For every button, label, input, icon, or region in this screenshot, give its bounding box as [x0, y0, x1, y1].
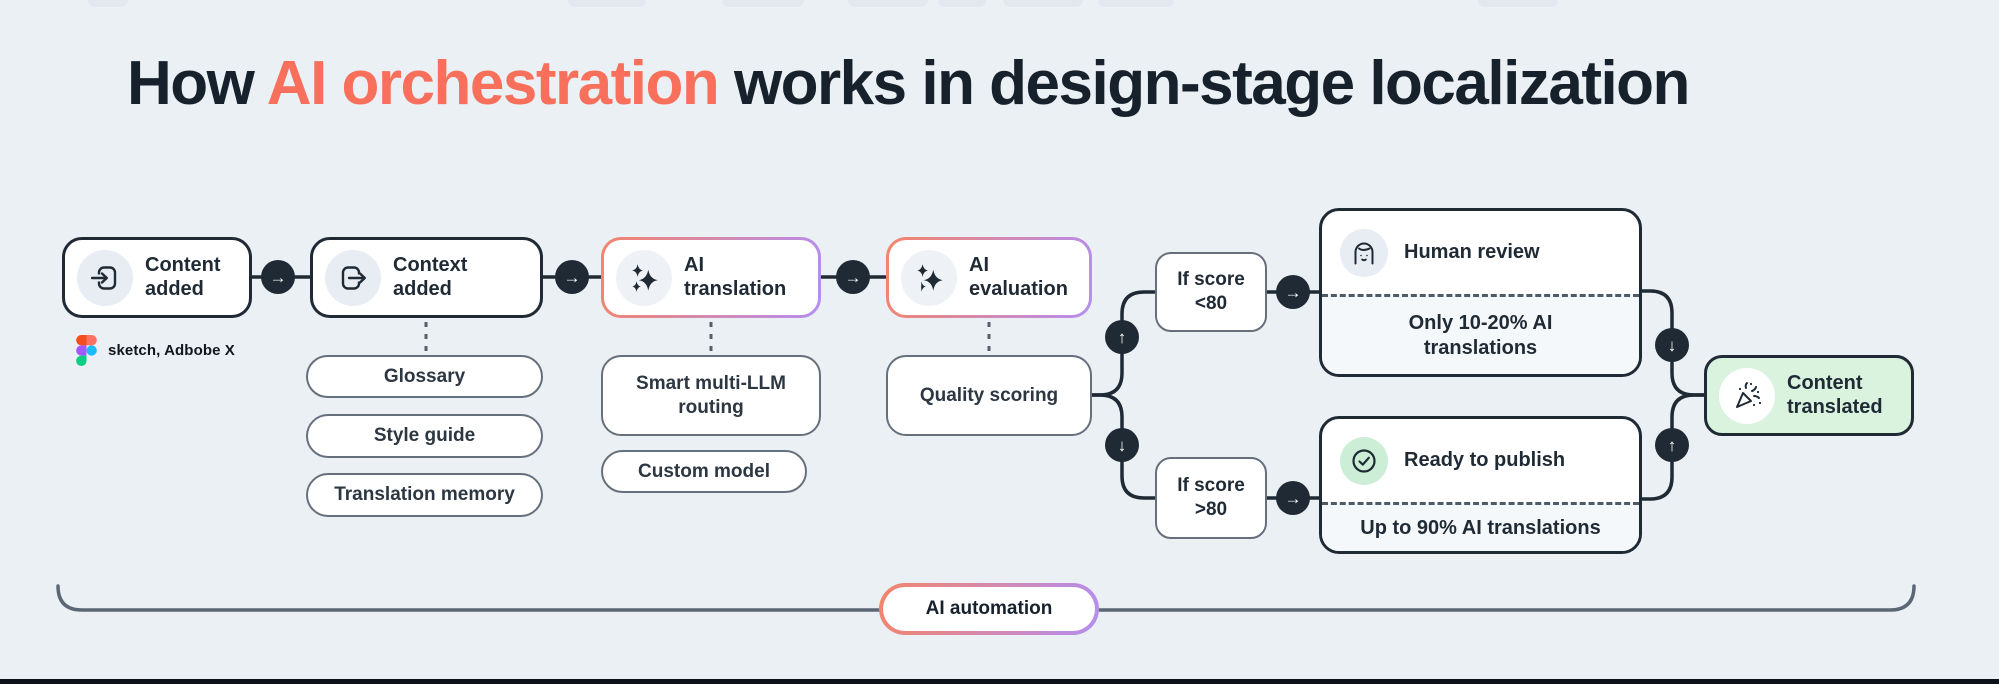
caption-text: sketch, Adbobe X	[108, 341, 235, 359]
card-note: Only 10-20% AI translations	[1322, 294, 1639, 374]
top-edge-fragment	[568, 0, 646, 7]
card-header: Human review	[1322, 211, 1639, 294]
bottom-edge-strip	[0, 679, 1999, 684]
card-note: Up to 90% AI translations	[1322, 502, 1639, 551]
node-context-added: Context added	[310, 237, 543, 318]
box-if-score-low: If score <80	[1155, 252, 1267, 332]
arrow-glyph: →	[844, 267, 862, 287]
arrow-glyph: →	[1284, 488, 1302, 508]
box-label: If score >80	[1177, 475, 1245, 520]
pill-label: Translation memory	[334, 484, 515, 506]
node-label: Content added	[145, 253, 221, 300]
arrow-glyph: ↑	[1117, 327, 1127, 347]
top-edge-fragment	[1003, 0, 1083, 7]
arrow-down-icon: ↓	[1105, 428, 1139, 462]
figma-logo-icon	[76, 334, 97, 366]
top-edge-fragment	[938, 0, 986, 7]
card-title: Ready to publish	[1404, 448, 1566, 471]
pill-label: AI automation	[925, 598, 1053, 619]
pill-label: Style guide	[373, 425, 476, 447]
node-content-added: Content added	[62, 237, 252, 318]
top-edge-fragment	[1098, 0, 1174, 7]
arrow-up-icon: ↑	[1105, 320, 1139, 354]
card-header: Ready to publish	[1322, 419, 1639, 502]
card-ready-to-publish: Ready to publish Up to 90% AI translatio…	[1319, 416, 1642, 554]
pill-label: Glossary	[383, 365, 466, 387]
node-content-translated: Content translated	[1704, 355, 1914, 436]
top-edge-fragment	[88, 0, 128, 7]
box-label: Quality scoring	[919, 384, 1059, 406]
arrow-glyph: →	[1284, 282, 1302, 302]
arrow-glyph: ↑	[1667, 435, 1677, 455]
pill-label: Custom model	[638, 460, 770, 482]
arrow-glyph: →	[269, 267, 287, 287]
arrow-right-icon: →	[1276, 481, 1310, 515]
node-label: Content translated	[1787, 371, 1883, 418]
card-note-text: Up to 90% AI translations	[1360, 516, 1601, 539]
box-if-score-high: If score >80	[1155, 457, 1267, 539]
export-icon	[325, 249, 381, 306]
arrow-right-icon: →	[1276, 275, 1310, 309]
card-title: Human review	[1404, 240, 1540, 263]
party-popper-icon	[1719, 367, 1775, 424]
card-note-text: Only 10-20% AI translations	[1408, 311, 1553, 359]
arrow-up-icon: ↑	[1655, 428, 1689, 462]
arrow-right-icon: →	[836, 260, 870, 294]
box-label: If score <80	[1177, 269, 1245, 314]
pill-glossary: Glossary	[306, 355, 543, 398]
pill-translation-memory: Translation memory	[306, 473, 543, 517]
arrow-down-icon: ↓	[1655, 328, 1689, 362]
pill-custom-model: Custom model	[601, 450, 807, 493]
arrow-glyph: →	[563, 267, 581, 287]
node-label: Context added	[393, 253, 468, 300]
top-edge-fragment	[1478, 0, 1558, 7]
source-tools-caption: sketch, Adbobe X	[76, 334, 235, 366]
title-highlight: AI orchestration	[266, 49, 720, 118]
top-edge-fragment	[722, 0, 804, 7]
arrow-glyph: ↓	[1117, 435, 1127, 455]
arrow-glyph: ↓	[1667, 335, 1677, 355]
card-human-review: Human review Only 10-20% AI translations	[1319, 208, 1642, 377]
node-label: AI translation	[684, 253, 787, 300]
top-edge-fragment	[848, 0, 928, 7]
arrow-right-icon: →	[261, 260, 295, 294]
human-face-icon	[1340, 228, 1388, 277]
box-quality-scoring: Quality scoring	[886, 355, 1092, 436]
title-part2: works in design-stage localization	[718, 49, 1690, 118]
check-circle-icon	[1340, 436, 1388, 485]
import-icon	[77, 249, 133, 306]
pill-style-guide: Style guide	[306, 414, 543, 458]
node-ai-translation: AI translation	[601, 237, 821, 318]
box-label: Smart multi-LLM routing	[636, 372, 786, 418]
ai-automation-pill: AI automation	[879, 583, 1099, 635]
node-label: AI evaluation	[969, 253, 1068, 300]
sparkles-icon	[901, 249, 957, 306]
arrow-right-icon: →	[555, 260, 589, 294]
title-part1: How	[127, 49, 267, 118]
box-smart-routing: Smart multi-LLM routing	[601, 355, 821, 436]
page-title: How AI orchestration works in design-sta…	[127, 48, 1927, 120]
node-ai-evaluation: AI evaluation	[886, 237, 1092, 318]
sparkles-icon	[616, 249, 672, 306]
